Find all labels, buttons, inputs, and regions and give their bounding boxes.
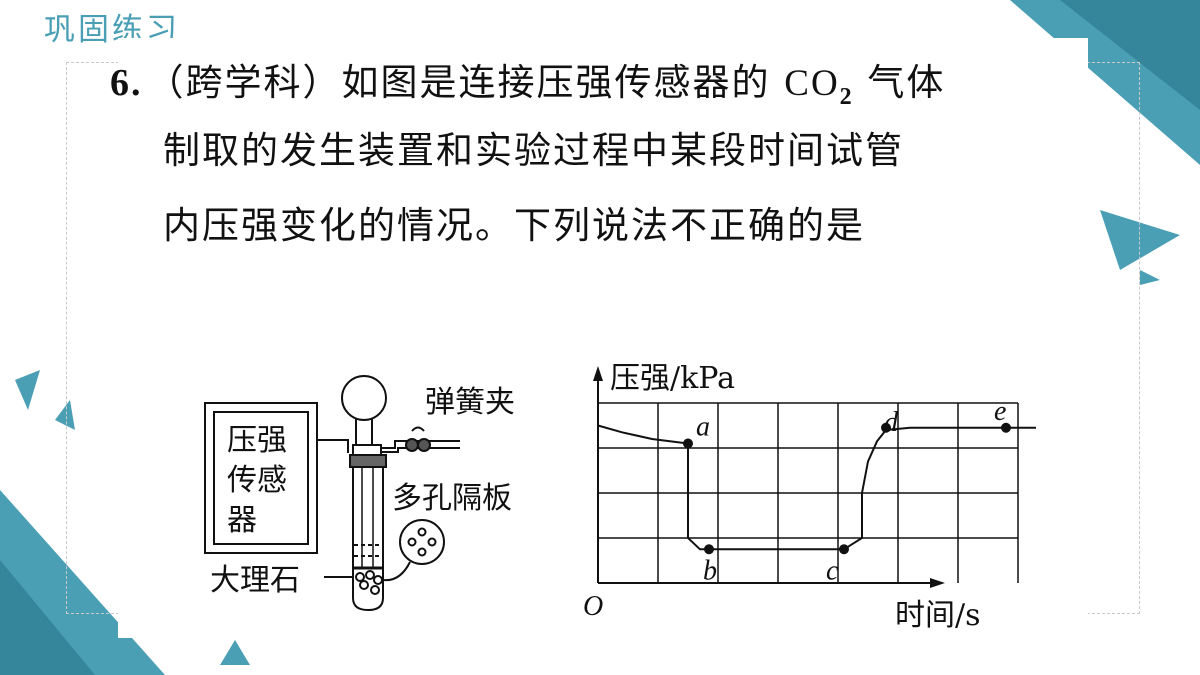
left-small-triangle-shape: [55, 400, 75, 430]
spring-clamp-left: [405, 438, 419, 452]
data-point-a: [683, 438, 693, 449]
funnel-bulb: [341, 375, 387, 421]
point-label-d: d: [884, 407, 899, 438]
question-line-3: 内压强变化的情况。下列说法不正确的是: [163, 204, 865, 247]
marble-stone: [355, 572, 365, 582]
origin-label: O: [583, 591, 603, 622]
sensor-box-inner: [213, 411, 309, 545]
top-right-dark-shape: [1060, 0, 1200, 110]
sensor-label-line-1: 压强: [227, 423, 287, 458]
marble-stone: [365, 570, 375, 580]
marble-stone: [359, 580, 369, 590]
pressure-curve: [597, 424, 1036, 551]
plate-hole: [427, 537, 437, 547]
chart-points: a b c d e: [683, 396, 1011, 586]
left-triangle-shape: [15, 370, 40, 410]
porous-plate-label: 多孔隔板: [392, 481, 512, 516]
x-axis-label: 时间/s: [895, 598, 981, 633]
spring-clamp-right: [417, 438, 431, 452]
sensor-tube: [317, 439, 349, 453]
formula-subscript: 2: [839, 84, 854, 110]
inner-tube: [361, 467, 374, 568]
test-tube: [352, 467, 384, 612]
question-line-2: 制取的发生装置和实验过程中某段时间试管: [163, 129, 904, 172]
y-axis-arrow: [593, 366, 603, 381]
chart-grid: [598, 402, 1019, 583]
point-label-a: a: [696, 412, 710, 443]
plate-hole: [407, 537, 417, 547]
data-point-c: [839, 544, 849, 555]
question-number: 6.: [110, 62, 143, 104]
funnel-stem: [355, 418, 373, 445]
sensor-label-line-3: 器: [227, 503, 257, 538]
spring-clamp-handle: [411, 426, 425, 432]
data-point-e: [1001, 422, 1011, 433]
plate-hole: [417, 547, 427, 557]
question-line-1-suffix: 气体: [853, 61, 946, 104]
marble-stone: [370, 585, 380, 595]
sensor-box-outer: [204, 402, 318, 554]
bottom-left-dark-shape: [0, 560, 95, 675]
bottom-triangle-shape: [220, 640, 250, 665]
marble-label: 大理石: [210, 563, 300, 598]
plate-leader-line: [382, 561, 411, 582]
point-label-c: c: [826, 555, 839, 586]
marble-stone: [373, 575, 383, 585]
plate-magnify-circle: [399, 519, 445, 565]
spring-clamp-label: 弹簧夹: [425, 385, 515, 420]
question-line-1-prefix: （跨学科）如图是连接压强传感器的: [146, 61, 785, 104]
right-triangle-shape: [1100, 210, 1180, 270]
pressure-chart: a b c d e 压强/kPa 时间/s O: [583, 361, 1036, 633]
point-label-e: e: [994, 396, 1006, 427]
sensor-label-line-2: 传感: [227, 463, 287, 498]
apparatus-diagram: [204, 375, 460, 612]
rubber-stopper: [349, 454, 387, 468]
point-label-b: b: [703, 555, 717, 586]
right-small-triangle-shape: [1140, 270, 1160, 285]
data-point-b: [704, 544, 714, 555]
y-axis-label: 压强/kPa: [610, 361, 735, 396]
formula-main: CO: [784, 63, 840, 104]
stopper-top: [352, 444, 382, 456]
data-point-d: [881, 422, 891, 433]
plate-hole: [417, 527, 427, 537]
x-axis-arrow: [930, 578, 945, 588]
question-line-1: 6.（跨学科）如图是连接压强传感器的 CO2 气体: [110, 52, 946, 110]
